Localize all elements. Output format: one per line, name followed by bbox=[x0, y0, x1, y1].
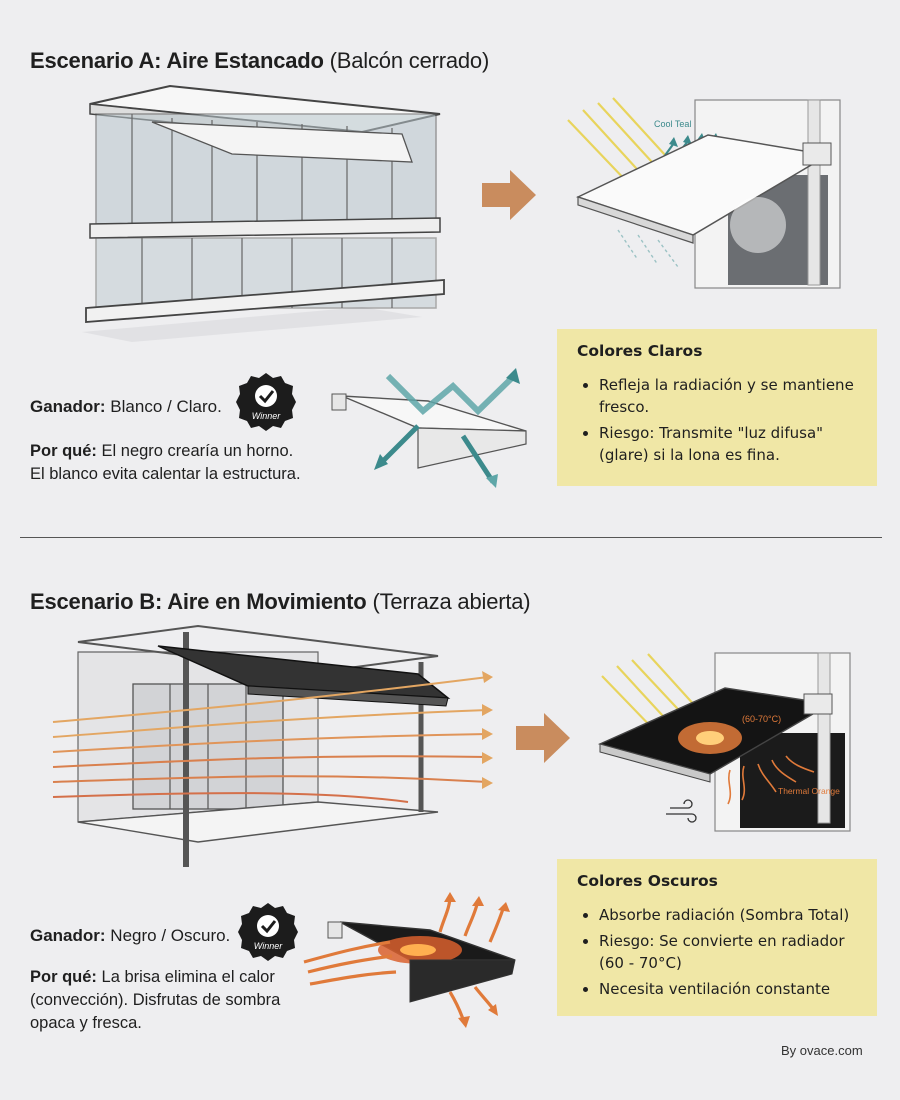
list-item: Absorbe radiación (Sombra Total) bbox=[599, 904, 857, 926]
thermal-orange-label: Thermal Orange bbox=[778, 786, 840, 796]
light-awning-reflection-icon bbox=[331, 368, 527, 488]
arrow-right-icon bbox=[516, 713, 570, 763]
list-item: Riesgo: Se convierte en radiador (60 - 7… bbox=[599, 930, 857, 974]
scenario-a-why: Por qué: El negro crearía un horno. El b… bbox=[30, 440, 301, 486]
arrow-right-icon bbox=[482, 170, 536, 220]
list-item: Refleja la radiación y se mantiene fresc… bbox=[599, 374, 857, 418]
light-awning-diagram: Cool Teal bbox=[567, 97, 841, 289]
list-item: Riesgo: Transmite "luz difusa" (glare) s… bbox=[599, 422, 857, 466]
why-line-2: (convección). Disfrutas de sombra bbox=[30, 991, 281, 1009]
winner-value: Negro / Oscuro. bbox=[110, 926, 231, 945]
winner-label: Ganador: bbox=[30, 926, 106, 945]
section-divider bbox=[20, 537, 882, 538]
light-colors-info-box: Colores Claros Refleja la radiación y se… bbox=[557, 329, 877, 486]
scenario-b-winner: Ganador: Negro / Oscuro. bbox=[30, 926, 230, 946]
dark-colors-list: Absorbe radiación (Sombra Total) Riesgo:… bbox=[577, 904, 857, 1000]
list-item: Necesita ventilación constante bbox=[599, 978, 857, 1000]
enclosed-balcony-illustration bbox=[82, 84, 445, 342]
dark-awning-heat-diagram: (60-70°C) Thermal Orange bbox=[597, 652, 851, 832]
credit-text: By ovace.com bbox=[781, 1043, 863, 1058]
badge-text: Winner bbox=[254, 941, 283, 951]
light-colors-list: Refleja la radiación y se mantiene fresc… bbox=[577, 374, 857, 466]
dark-colors-info-box: Colores Oscuros Absorbe radiación (Sombr… bbox=[557, 859, 877, 1016]
why-label: Por qué: bbox=[30, 442, 97, 460]
dark-awning-heat-icon bbox=[303, 892, 516, 1028]
scenario-b-title-bold: Escenario B: Aire en Movimiento bbox=[30, 589, 367, 614]
winner-badge-icon: Winner bbox=[236, 373, 296, 431]
scenario-a-title-bold: Escenario A: Aire Estancado bbox=[30, 48, 324, 73]
dark-colors-heading: Colores Oscuros bbox=[577, 872, 718, 890]
scenario-a-title-rest: (Balcón cerrado) bbox=[329, 48, 490, 73]
light-colors-heading: Colores Claros bbox=[577, 342, 703, 360]
scenario-b-why: Por qué: La brisa elimina el calor (conv… bbox=[30, 966, 280, 1035]
why-label: Por qué: bbox=[30, 968, 97, 986]
open-terrace-illustration bbox=[52, 624, 493, 867]
why-line-1: El negro crearía un horno. bbox=[101, 442, 294, 460]
why-line-3: opaca y fresca. bbox=[30, 1014, 142, 1032]
temperature-label: (60-70°C) bbox=[742, 714, 781, 724]
why-line-1: La brisa elimina el calor bbox=[101, 968, 275, 986]
winner-value: Blanco / Claro. bbox=[110, 397, 222, 416]
winner-badge-icon: Winner bbox=[238, 903, 298, 961]
scenario-a-title: Escenario A: Aire Estancado (Balcón cerr… bbox=[30, 48, 489, 74]
scenario-b-title: Escenario B: Aire en Movimiento (Terraza… bbox=[30, 589, 531, 615]
scenario-b-title-rest: (Terraza abierta) bbox=[372, 589, 531, 614]
badge-text: Winner bbox=[252, 411, 281, 421]
why-line-2: El blanco evita calentar la estructura. bbox=[30, 465, 301, 483]
cool-teal-label: Cool Teal bbox=[654, 119, 691, 129]
scenario-a-winner: Ganador: Blanco / Claro. bbox=[30, 397, 222, 417]
winner-label: Ganador: bbox=[30, 397, 106, 416]
